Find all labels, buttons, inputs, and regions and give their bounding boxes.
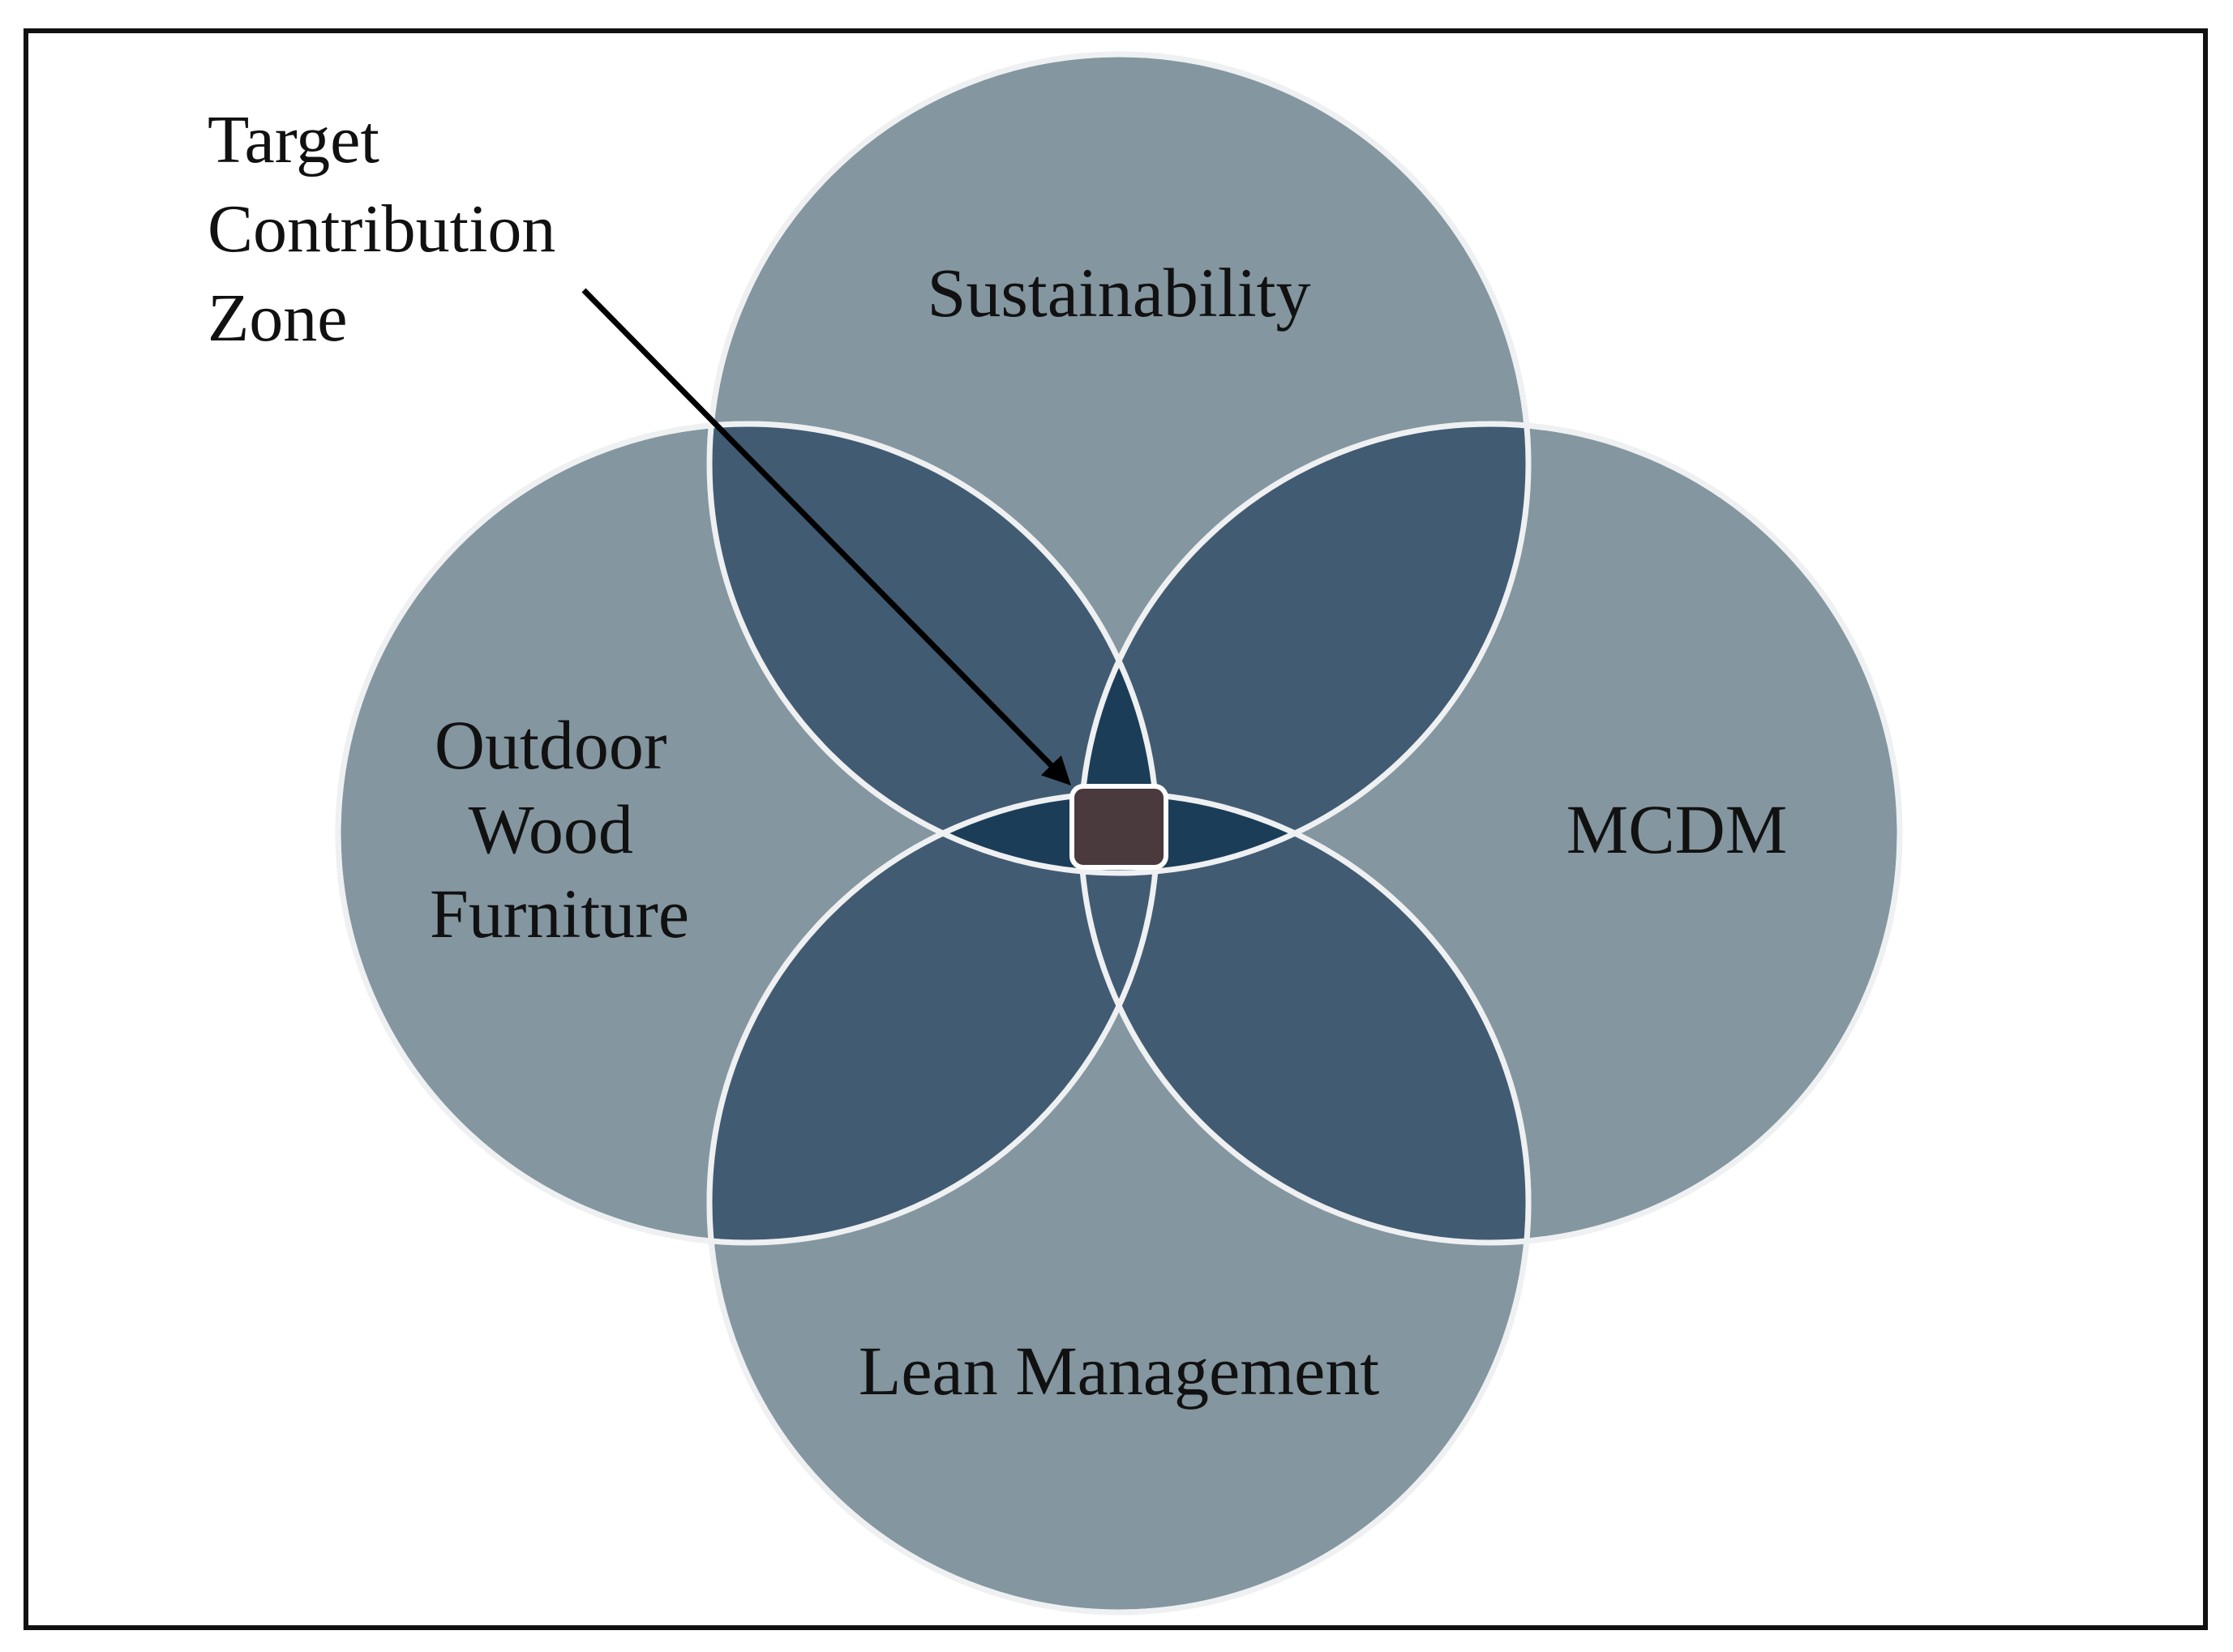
label-outdoor-wood-furniture: Outdoor Wood Furniture bbox=[430, 706, 689, 952]
target-contribution-zone-marker bbox=[1069, 784, 1168, 870]
outline-sustainability bbox=[706, 51, 1532, 876]
label-mcdm: MCDM bbox=[1567, 790, 1787, 868]
label-sustainability: Sustainability bbox=[928, 254, 1311, 332]
callout-arrow bbox=[581, 288, 1071, 785]
label-lean-management: Lean Management bbox=[859, 1332, 1379, 1410]
callout-label: Target Contribution Zone bbox=[208, 102, 572, 356]
